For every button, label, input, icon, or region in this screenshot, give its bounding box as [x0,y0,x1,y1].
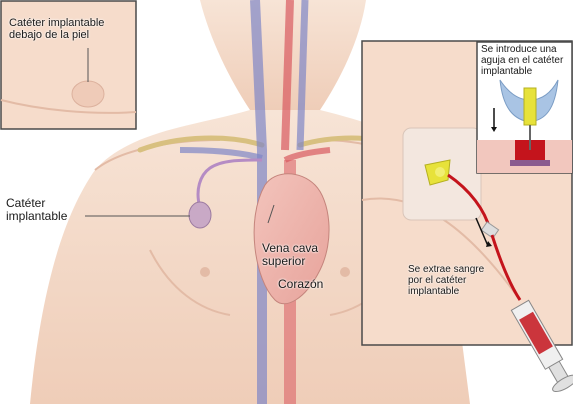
label-vena-cava: Vena cava superior [262,242,318,268]
label-under-skin: Catéter implantable debajo de la piel [9,17,104,41]
label-blood-drawn: Se extrae sangre por el catéter implanta… [408,264,484,297]
label-needle-inserted: Se introduce una aguja en el catéter imp… [481,44,563,77]
label-heart: Corazón [278,278,323,291]
label-catheter-implantable: Catéter implantable [6,197,67,223]
